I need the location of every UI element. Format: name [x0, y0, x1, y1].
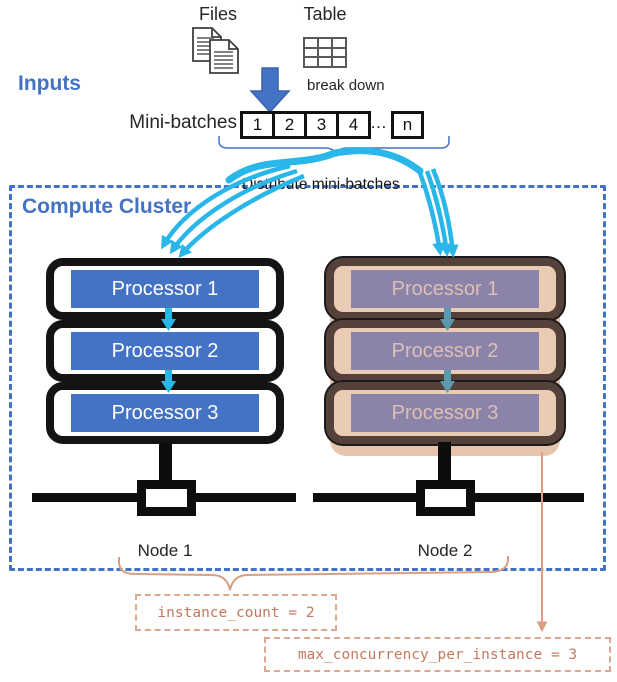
node1-processor-3: Processor 3: [71, 394, 259, 432]
instance-count-annotation: instance_count = 2: [135, 594, 337, 631]
files-label: Files: [198, 4, 237, 24]
mini-batch-cell: 1: [240, 111, 275, 139]
mini-batch-n-cell: n: [391, 111, 424, 139]
node2: Processor 1 Processor 2 Processor 3: [326, 258, 564, 444]
node1-network-adapter: [137, 480, 196, 516]
node2-network-adapter: [416, 480, 475, 516]
distribute-mini-batches-label: Distribute mini-batches: [242, 176, 400, 193]
node1: Processor 1 Processor 2 Processor 3: [46, 258, 284, 444]
node1-processor-1: Processor 1: [71, 270, 259, 308]
mini-batch-cell: 3: [304, 111, 339, 139]
max-concurrency-annotation: max_concurrency_per_instance = 3: [264, 637, 611, 672]
node2-slab-3: Processor 3: [326, 382, 564, 444]
node2-processor-2: Processor 2: [351, 332, 539, 370]
node1-slab-3: Processor 3: [46, 382, 284, 444]
mini-batch-cell: 4: [336, 111, 371, 139]
mini-batches-label: Mini-batches: [129, 112, 237, 133]
break-down-arrow-icon: [249, 67, 291, 114]
node2-stem: [438, 442, 451, 484]
batch-ellipsis: …: [370, 113, 387, 132]
node1-slab-1: Processor 1: [46, 258, 284, 320]
table-label: Table: [303, 4, 347, 24]
node1-label: Node 1: [137, 541, 193, 560]
node1-processor-2: Processor 2: [71, 332, 259, 370]
files-icon: [192, 27, 239, 74]
node1-stem: [159, 442, 172, 484]
break-down-label: break down: [307, 77, 385, 94]
inputs-section-title: Inputs: [18, 72, 81, 95]
node2-processor-1: Processor 1: [351, 270, 539, 308]
mini-batch-strip: 1 2 3 4: [240, 111, 371, 139]
node2-slab-2: Processor 2: [326, 320, 564, 382]
table-icon: [303, 37, 347, 68]
compute-cluster-title: Compute Cluster: [22, 195, 192, 218]
node2-label: Node 2: [417, 541, 473, 560]
node1-slab-2: Processor 2: [46, 320, 284, 382]
mini-batch-cell: 2: [272, 111, 307, 139]
node2-processor-3: Processor 3: [351, 394, 539, 432]
node2-slab-1: Processor 1: [326, 258, 564, 320]
